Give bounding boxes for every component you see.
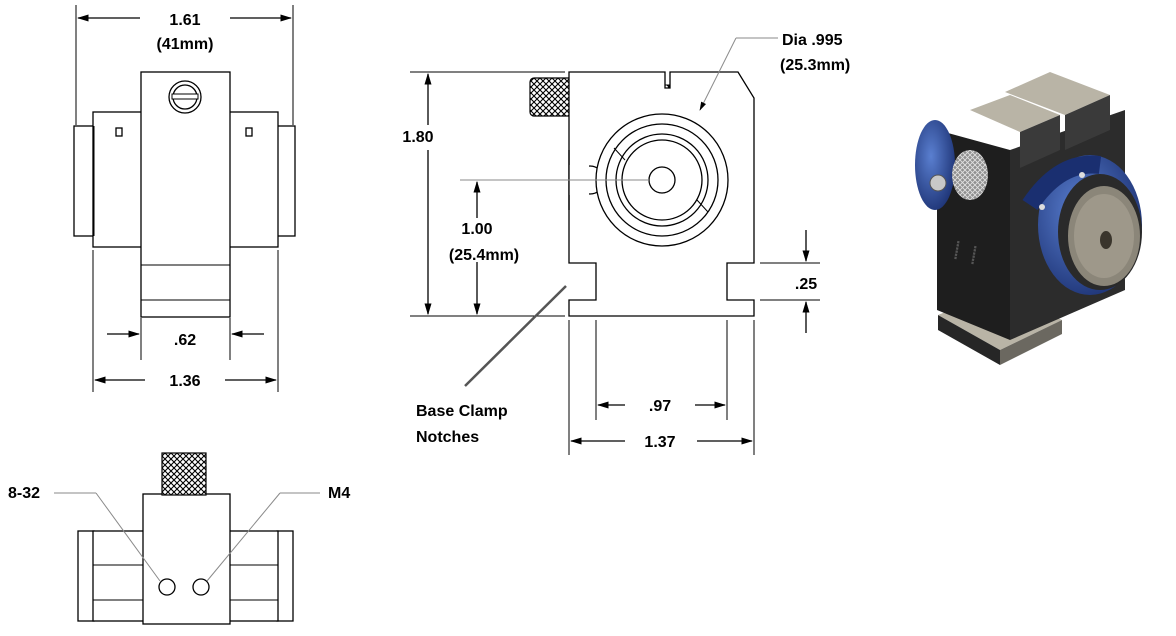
center-height-dim: 1.00 [461, 221, 492, 238]
notch-label-line2: Notches [416, 429, 479, 446]
bore-dia-mm-dim: (25.3mm) [780, 57, 850, 74]
hole-8-32 [158, 578, 176, 596]
base-length-dim: 1.37 [644, 434, 675, 451]
base-width-dim: 1.36 [169, 373, 200, 390]
svg-text:▪▪▪▪▪▪: ▪▪▪▪▪▪ [950, 240, 963, 261]
bore-dia-dim: Dia .995 [782, 32, 843, 49]
notch-height-dim: .25 [795, 276, 817, 293]
center-height-mm-dim: (25.4mm) [449, 247, 519, 264]
notch-spacing-dim: .97 [649, 398, 671, 415]
top-width-dim: 1.61 [169, 12, 200, 29]
hole-left-label: 8-32 [8, 485, 40, 502]
height-dim: 1.80 [402, 129, 433, 146]
top-width-mm-dim: (41mm) [157, 36, 214, 53]
svg-text:▪▪▪▪▪▪: ▪▪▪▪▪▪ [967, 245, 980, 266]
product-render: ▪▪▪▪▪▪ ▪▪▪▪▪▪ [915, 72, 1142, 365]
notch-label-line1: Base Clamp [416, 403, 508, 420]
hole-m4 [192, 578, 210, 596]
slot-width-dim: .62 [174, 332, 196, 349]
bottom-view: 8-32 M4 [8, 452, 350, 625]
top-view: 1.61 (41mm) .62 1.36 [73, 5, 296, 392]
front-view: Dia .995 (25.3mm) 1.80 1.00 (25.4mm) .25… [402, 32, 850, 455]
hole-right-label: M4 [328, 485, 350, 502]
